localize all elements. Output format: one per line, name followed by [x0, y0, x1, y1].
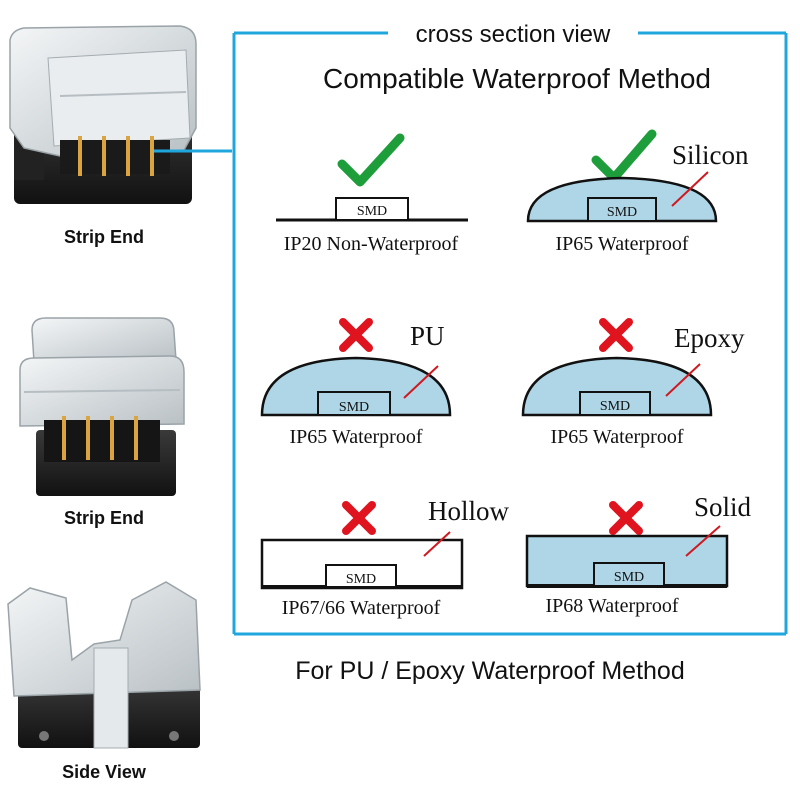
method-ip68-solid: Solid SMD IP68 Waterproof — [525, 492, 752, 617]
method-ip65-silicon: Silicon SMD IP65 Waterproof — [526, 129, 749, 255]
method-caption: IP20 Non-Waterproof — [284, 233, 459, 255]
cross-icon — [599, 318, 633, 352]
connector-side-view — [7, 581, 201, 749]
frame-label: cross section view — [416, 21, 611, 48]
cross-icon — [609, 501, 643, 535]
method-ip67-hollow: Hollow SMD IP67/66 Waterproof — [260, 496, 510, 619]
material-label: Epoxy — [674, 323, 745, 353]
method-caption: IP68 Waterproof — [546, 595, 679, 617]
check-icon — [591, 129, 657, 183]
method-caption: IP67/66 Waterproof — [282, 597, 441, 619]
material-label: Solid — [694, 492, 752, 522]
smd-chip-label: SMD — [607, 205, 637, 220]
method-ip65-pu: PU SMD IP65 Waterproof — [260, 318, 452, 448]
smd-chip-label: SMD — [339, 400, 369, 415]
method-caption: IP65 Waterproof — [290, 426, 423, 448]
footer-note: For PU / Epoxy Waterproof Method — [295, 657, 685, 685]
method-caption: IP65 Waterproof — [551, 426, 684, 448]
annotation-leader — [685, 525, 721, 557]
strip-end-label-1: Strip End — [64, 227, 144, 247]
material-label: Silicon — [672, 140, 749, 170]
connector-strip-end-middle — [19, 317, 185, 496]
material-label: Hollow — [428, 496, 510, 526]
connector-strip-end-top — [9, 25, 197, 204]
strip-end-label-2: Strip End — [64, 508, 144, 528]
material-label: PU — [410, 321, 445, 351]
annotation-leader — [423, 531, 451, 557]
method-ip65-epoxy: Epoxy SMD IP65 Waterproof — [521, 318, 745, 448]
annotation-leader — [665, 363, 701, 397]
check-icon — [337, 133, 405, 187]
annotation-leader — [671, 171, 709, 207]
method-caption: IP65 Waterproof — [556, 233, 689, 255]
method-ip20: SMD IP20 Non-Waterproof — [276, 133, 468, 255]
cross-icon — [339, 318, 373, 352]
smd-chip-label: SMD — [346, 572, 376, 587]
side-view-label: Side View — [62, 762, 147, 782]
smd-chip-label: SMD — [614, 570, 644, 585]
annotation-leader — [403, 365, 439, 399]
cross-icon — [342, 501, 376, 535]
page-title: Compatible Waterproof Method — [323, 63, 711, 94]
cross-section-frame — [232, 31, 788, 636]
smd-chip-label: SMD — [600, 399, 630, 414]
smd-chip-label: SMD — [357, 204, 387, 219]
